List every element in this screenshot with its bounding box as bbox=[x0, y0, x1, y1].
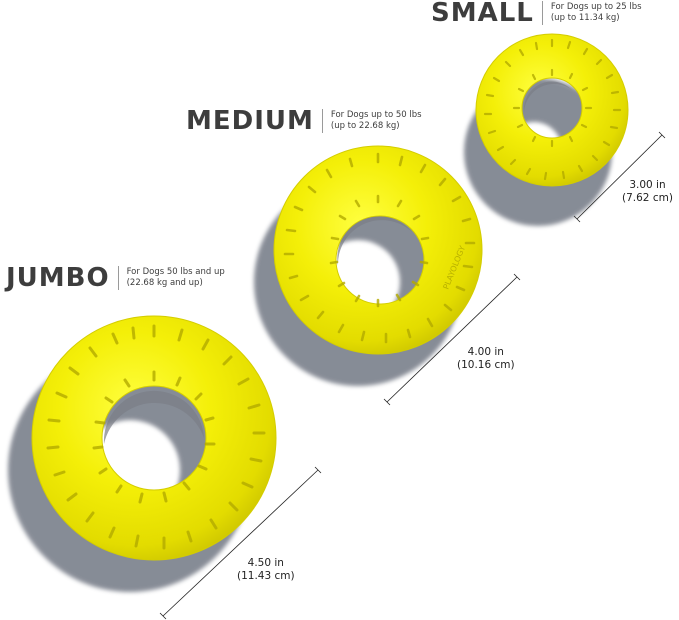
dimension-cm: (10.16 cm) bbox=[457, 359, 515, 371]
size-label-small: SMALL For Dogs up to 25 lbs (up to 11.34… bbox=[431, 0, 642, 26]
size-name-medium: MEDIUM bbox=[186, 106, 314, 136]
label-divider bbox=[117, 266, 119, 290]
dimension-inches: 4.50 in bbox=[247, 557, 284, 569]
size-weight-kg: (up to 22.68 kg) bbox=[330, 121, 400, 131]
dimension-text-small: 3.00 in (7.62 cm) bbox=[622, 179, 673, 205]
label-divider bbox=[541, 1, 543, 25]
size-weight-lbs: For Dogs up to 25 lbs bbox=[550, 2, 642, 12]
label-divider bbox=[321, 109, 323, 133]
medium-ring: PLAYOLOGY bbox=[273, 145, 483, 355]
small-ring bbox=[475, 33, 629, 187]
size-weight-kg: (22.68 kg and up) bbox=[126, 278, 203, 288]
size-name-jumbo: JUMBO bbox=[6, 263, 110, 293]
dimension-line-medium bbox=[383, 273, 521, 406]
size-description-jumbo: For Dogs 50 lbs and up (22.68 kg and up) bbox=[127, 267, 225, 289]
dimension-inches: 3.00 in bbox=[629, 179, 666, 191]
size-weight-lbs: For Dogs up to 50 lbs bbox=[330, 110, 422, 120]
size-weight-kg: (up to 11.34 kg) bbox=[550, 13, 620, 23]
size-weight-lbs: For Dogs 50 lbs and up bbox=[126, 267, 225, 277]
size-description-small: For Dogs up to 25 lbs (up to 11.34 kg) bbox=[551, 2, 642, 24]
jumbo-ring bbox=[31, 315, 277, 561]
dimension-line-jumbo bbox=[159, 466, 322, 620]
size-description-medium: For Dogs up to 50 lbs (up to 22.68 kg) bbox=[331, 110, 422, 132]
dimension-inches: 4.00 in bbox=[467, 346, 504, 358]
dimension-cm: (11.43 cm) bbox=[237, 570, 295, 582]
dimension-text-medium: 4.00 in (10.16 cm) bbox=[457, 346, 515, 372]
dimension-text-jumbo: 4.50 in (11.43 cm) bbox=[237, 557, 295, 583]
dimension-cm: (7.62 cm) bbox=[622, 192, 673, 204]
dimension-line-small bbox=[573, 131, 666, 223]
size-label-medium: MEDIUM For Dogs up to 50 lbs (up to 22.6… bbox=[186, 108, 422, 134]
size-name-small: SMALL bbox=[431, 0, 534, 28]
size-label-jumbo: JUMBO For Dogs 50 lbs and up (22.68 kg a… bbox=[6, 265, 225, 291]
